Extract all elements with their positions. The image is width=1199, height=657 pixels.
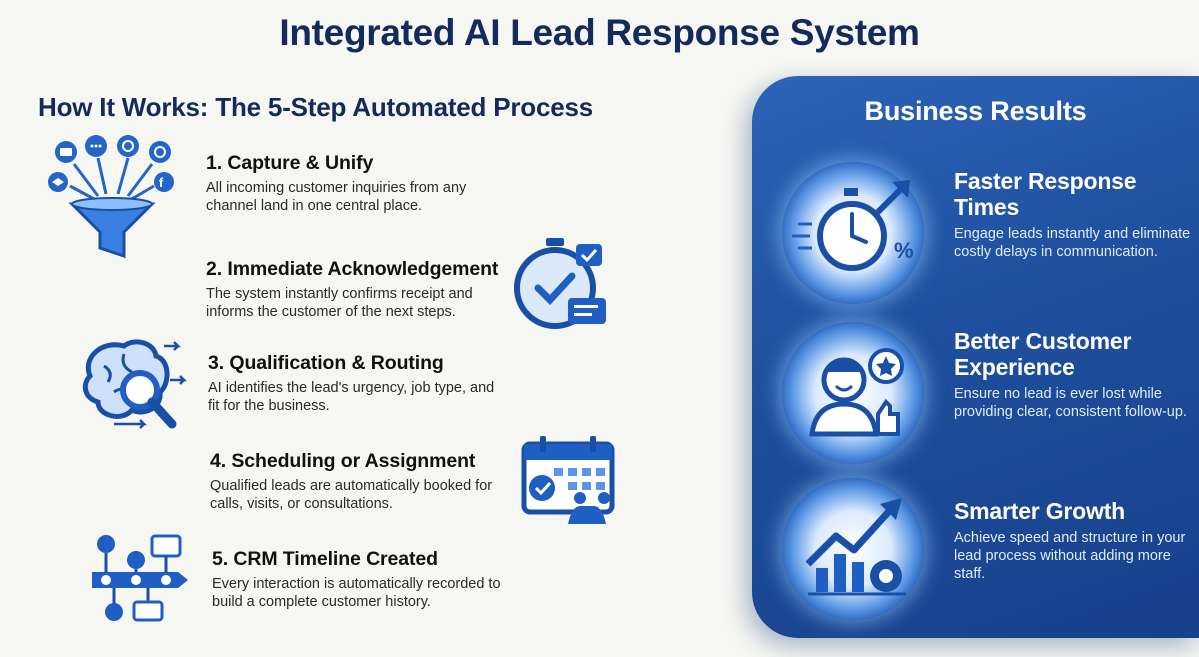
result-customer-experience: Better Customer Experience Ensure no lea… — [954, 328, 1194, 421]
step-description: All incoming customer inquiries from any… — [206, 180, 467, 214]
happy-customer-icon — [782, 322, 924, 464]
business-results-panel: Business Results % Faster Response Times… — [752, 76, 1199, 638]
step-title: 1. Capture & Unify — [206, 152, 374, 174]
step-description: AI identifies the lead's urgency, job ty… — [208, 380, 495, 414]
step-acknowledgement: 2. Immediate Acknowledgement The system … — [206, 258, 506, 321]
page-title: Integrated AI Lead Response System — [279, 12, 920, 53]
result-title: Smarter Growth — [954, 498, 1126, 524]
results-title: Business Results — [864, 96, 1087, 126]
step-description: Qualified leads are automatically booked… — [210, 478, 493, 512]
process-subtitle: How It Works: The 5-Step Automated Proce… — [38, 92, 594, 122]
svg-text:f: f — [159, 175, 164, 190]
result-description: Achieve speed and structure in your lead… — [954, 530, 1186, 582]
growth-chart-icon — [782, 478, 924, 620]
step-title: 5. CRM Timeline Created — [212, 548, 438, 570]
step-scheduling: 4. Scheduling or Assignment Qualified le… — [210, 450, 510, 513]
step-qualification: 3. Qualification & Routing AI identifies… — [208, 352, 508, 415]
step-capture: 1. Capture & Unify All incoming customer… — [206, 152, 506, 215]
brain-magnifier-icon — [74, 336, 194, 432]
step-title: 3. Qualification & Routing — [208, 352, 444, 374]
timeline-icon — [88, 532, 192, 628]
result-smarter-growth: Smarter Growth Achieve speed and structu… — [954, 498, 1194, 583]
funnel-icon: f — [42, 134, 182, 264]
result-faster-response: Faster Response Times Engage leads insta… — [954, 168, 1194, 261]
step-description: The system instantly confirms receipt an… — [206, 286, 473, 320]
step-title: 2. Immediate Acknowledgement — [206, 258, 499, 280]
step-description: Every interaction is automatically recor… — [212, 576, 501, 610]
result-description: Ensure no lead is ever lost while provid… — [954, 386, 1187, 420]
result-description: Engage leads instantly and eliminate cos… — [954, 226, 1191, 260]
result-title: Better Customer Experience — [954, 328, 1132, 380]
svg-text:%: % — [894, 238, 914, 263]
stopwatch-arrow-icon: % — [782, 162, 924, 304]
result-title: Faster Response Times — [954, 168, 1137, 220]
stopwatch-check-icon — [512, 234, 612, 334]
step-crm-timeline: 5. CRM Timeline Created Every interactio… — [212, 548, 522, 611]
step-title: 4. Scheduling or Assignment — [210, 450, 476, 472]
calendar-handshake-icon — [518, 432, 622, 526]
